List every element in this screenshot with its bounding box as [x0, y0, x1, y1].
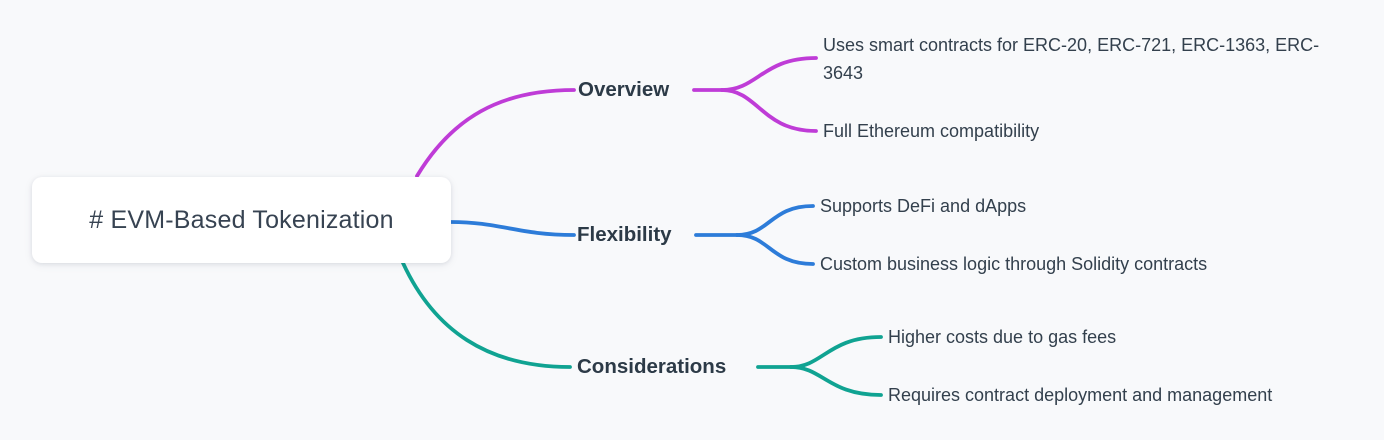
node-flexibility-child-0[interactable]: Supports DeFi and dApps — [820, 196, 1027, 216]
node-overview-child-0[interactable]: Uses smart contracts for ERC-20, ERC-721… — [823, 35, 1320, 83]
connector-overview-to-child-0 — [720, 56, 818, 92]
node-overview-child-1[interactable]: Full Ethereum compatibility — [823, 121, 1040, 141]
connector-flexibility-to-child-1 — [735, 233, 815, 266]
connector-considerations-to-child-0 — [789, 335, 883, 369]
connector-root-to-overview — [415, 88, 576, 178]
root-node-label: # EVM-Based Tokenization — [89, 205, 394, 234]
connector-root-to-considerations — [401, 261, 572, 369]
node-flexibility-child-1[interactable]: Custom business logic through Solidity c… — [820, 254, 1208, 274]
node-flexibility[interactable]: Flexibility — [577, 223, 672, 246]
connector-considerations-to-child-1 — [789, 365, 883, 397]
connector-flexibility-to-child-0 — [735, 204, 815, 237]
connector-root-to-flexibility — [449, 220, 576, 237]
node-overview[interactable]: Overview — [578, 78, 670, 101]
node-considerations[interactable]: Considerations — [577, 355, 727, 378]
node-considerations-child-1[interactable]: Requires contract deployment and managem… — [888, 385, 1273, 405]
root-node[interactable]: # EVM-Based Tokenization — [32, 177, 451, 263]
connector-overview-to-child-1 — [720, 88, 818, 133]
node-considerations-child-0[interactable]: Higher costs due to gas fees — [888, 327, 1117, 347]
